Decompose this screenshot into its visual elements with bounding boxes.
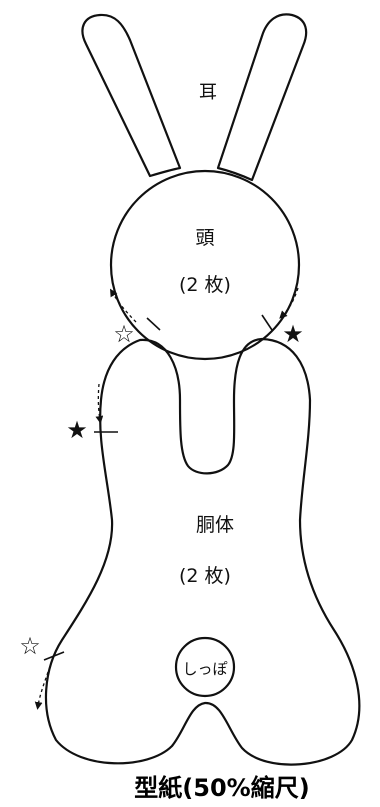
right-ear-outline — [216, 13, 308, 182]
sewing-arrow-body-lower — [34, 671, 49, 710]
tail-label: しっぽ — [182, 660, 227, 678]
tail-outline — [174, 636, 236, 698]
scale-caption: 型紙(50%縮尺) — [134, 774, 309, 802]
sewing-arrow-body-upper — [95, 383, 104, 424]
body-outline — [44, 337, 361, 766]
head-label: 頭 — [195, 227, 214, 249]
open-star-marker-head: ☆ — [113, 320, 135, 348]
match-tick-head-right — [261, 314, 273, 331]
sewing-arrow-head-left — [109, 288, 137, 323]
filled-star-marker-head: ★ — [282, 320, 304, 348]
left-ear-outline — [81, 13, 182, 178]
match-tick-head-left — [146, 317, 161, 331]
open-star-marker-body: ☆ — [19, 632, 41, 660]
body-count-label: (2 枚) — [179, 565, 231, 587]
body-label: 胴体 — [196, 514, 234, 536]
sewing-arrow-head-right — [279, 287, 299, 319]
match-tick-body-lower — [43, 651, 65, 661]
head-outline — [109, 169, 301, 361]
filled-star-marker-body: ★ — [66, 416, 88, 444]
ear-label: 耳 — [199, 82, 217, 103]
head-count-label: (2 枚) — [179, 274, 231, 296]
